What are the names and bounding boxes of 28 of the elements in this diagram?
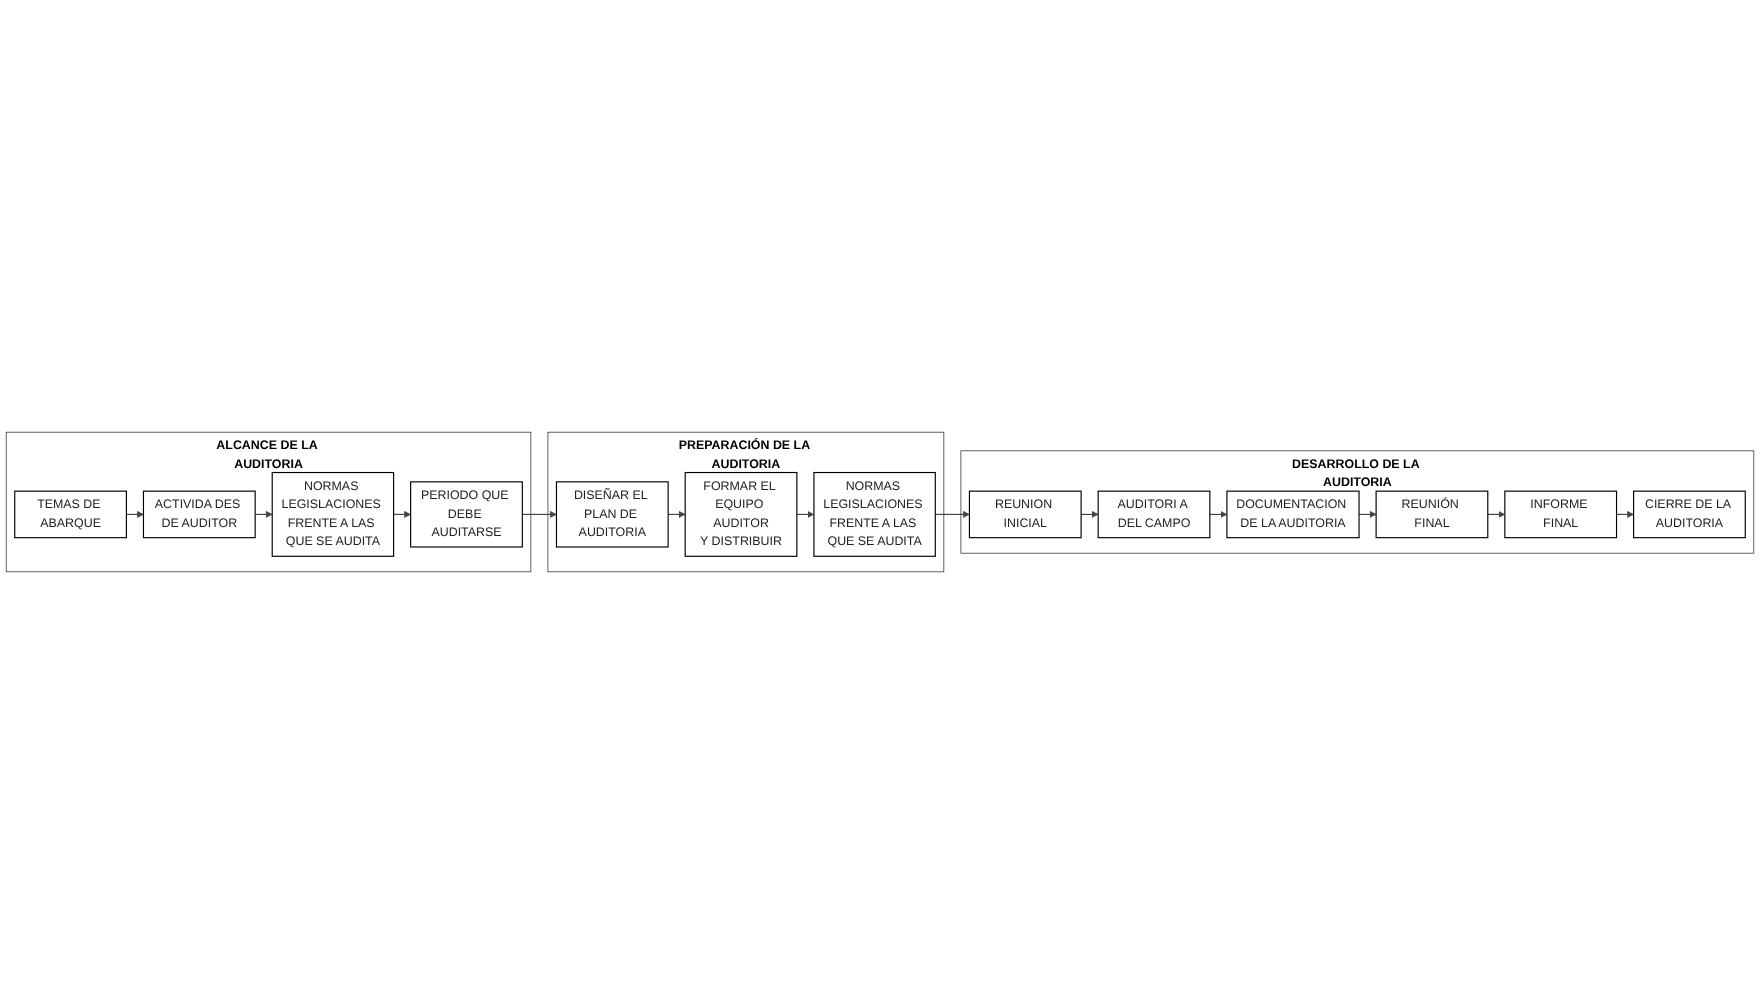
cluster [960, 450, 1755, 554]
node-box [1097, 490, 1211, 539]
node-box [555, 481, 669, 548]
node-box [813, 471, 936, 557]
arrow [125, 511, 144, 518]
node-box [271, 471, 395, 557]
arrow [393, 511, 411, 518]
node-box [410, 481, 523, 548]
node-box [1504, 490, 1618, 539]
arrow [934, 511, 970, 518]
node-box [1226, 490, 1360, 539]
node-box [1375, 490, 1489, 539]
cluster [5, 431, 532, 573]
arrow [1615, 511, 1634, 518]
arrow [521, 511, 557, 518]
node-box [1633, 490, 1746, 539]
arrow [1358, 511, 1377, 518]
arrow [1209, 511, 1228, 518]
cluster [547, 431, 945, 573]
arrow [667, 511, 686, 518]
node-box [968, 490, 1082, 539]
node-box [14, 490, 127, 539]
arrow [796, 511, 815, 518]
arrow [1080, 511, 1099, 518]
arrow [254, 511, 273, 518]
arrow [1487, 511, 1506, 518]
node-box [142, 490, 256, 539]
node-box [684, 471, 798, 557]
